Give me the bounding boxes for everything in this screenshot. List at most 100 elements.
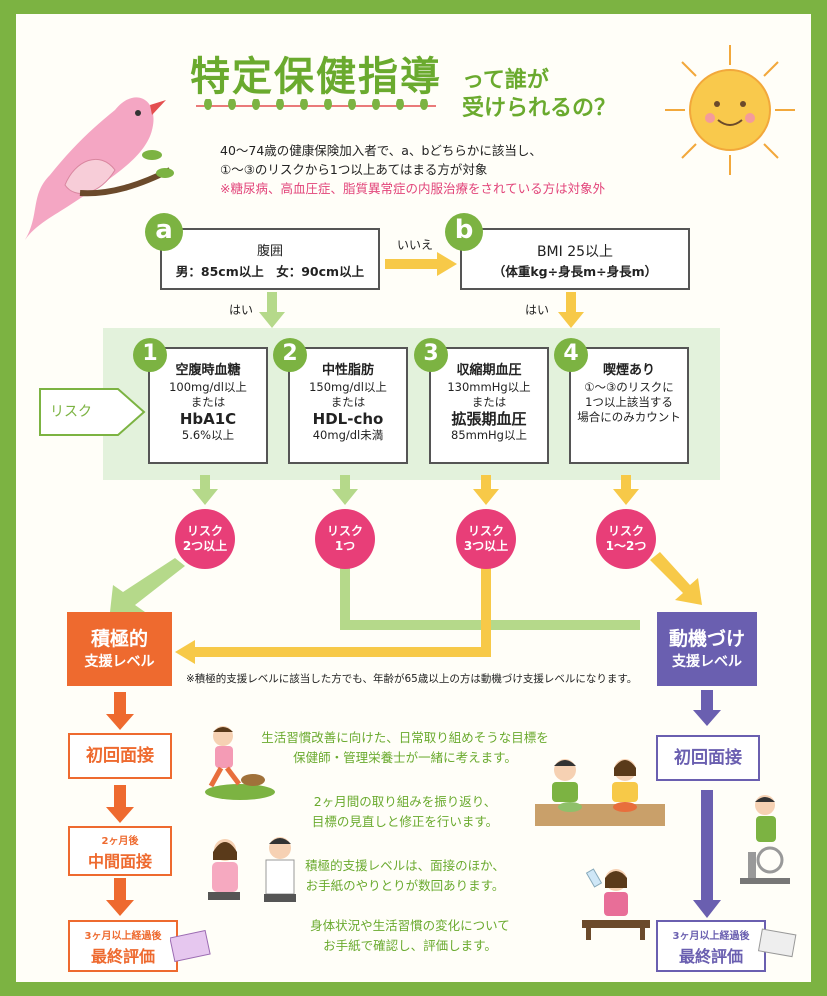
- motivation-step-initial: 初回面接: [656, 735, 760, 781]
- risk-bubble-3: リスク 3つ以上: [456, 509, 516, 569]
- motivation-level-line1: 動機づけ: [668, 628, 745, 650]
- description-2-l2: 目標の見直しと修正を行います。: [311, 814, 499, 829]
- criteria-a-label: 腹囲: [256, 244, 283, 259]
- no-label: いいえ: [397, 238, 434, 252]
- sun-illustration: [665, 45, 795, 175]
- risk-bubble-2-l2: 1つ: [334, 539, 356, 553]
- description-1: 生活習慣改善に向けた、日常取り組めそうな目標を 保健師・管理栄養士が一緒に考えま…: [250, 728, 560, 768]
- risk-4-line2: 1つ以上該当する: [585, 395, 673, 409]
- risk-badge-2: 2: [273, 338, 307, 372]
- risk-bubble-1-l1: リスク: [186, 524, 223, 538]
- risk-2-big: HDL-cho: [312, 410, 384, 428]
- description-4: 身体状況や生活習慣の変化について お手紙で確認し、評価します。: [280, 916, 540, 956]
- risk-3-line1: 130mmHg以上: [447, 380, 531, 394]
- page-subtitle-1: って誰が: [462, 68, 549, 93]
- risk-2-line1: 150mg/dl以上: [309, 380, 387, 394]
- risk-box-2: 中性脂肪 150mg/dl以上 または HDL-cho 40mg/dl未満: [288, 347, 408, 464]
- active-step-final-label: 最終評価: [90, 947, 155, 966]
- risk-3-head: 収縮期血圧: [456, 363, 522, 378]
- risk-box-4: 喫煙あり ①～③のリスクに 1つ以上該当する 場合にのみカウント: [569, 347, 689, 464]
- active-level-line1: 積極的: [90, 628, 148, 650]
- active-support-level: 積極的 支援レベル: [67, 612, 172, 686]
- description-1-l2: 保健師・管理栄養士が一緒に考えます。: [293, 750, 517, 765]
- risk-1-head: 空腹時血糖: [175, 363, 241, 378]
- criteria-b-box: BMI 25以上 （体重kg÷身長m÷身長m）: [460, 228, 690, 290]
- risk-2-line3: 40mg/dl未満: [312, 428, 384, 442]
- risk-1-big: HbA1C: [179, 410, 237, 428]
- risk-4-line3: 場合にのみカウント: [577, 410, 681, 424]
- eating-illustration: [535, 759, 665, 826]
- description-3: 積極的支援レベルは、面接のほか、 お手紙のやりとりが数回あります。: [275, 856, 535, 896]
- risk-4-line1: ①～③のリスクに: [584, 380, 674, 394]
- description-4-l1: 身体状況や生活習慣の変化について: [310, 918, 510, 933]
- page-subtitle-2: 受けられるの？: [462, 96, 617, 121]
- active-step-final-small: 3ヶ月以上経過後: [84, 931, 162, 942]
- risk-1-line3: 5.6%以上: [181, 428, 235, 442]
- motivation-step-initial-label: 初回面接: [674, 748, 742, 768]
- yes-label-a: はい: [229, 303, 254, 317]
- criteria-a-detail: 男：85cm以上 女：90cm以上: [175, 264, 365, 279]
- risk-bubble-2-l1: リスク: [326, 524, 363, 538]
- intro-note: ※糖尿病、高血圧症、脂質異常症の内服治療をされている方は対象外: [220, 181, 606, 196]
- yes-label-b: はい: [525, 303, 550, 317]
- bird-illustration: [25, 97, 174, 240]
- description-2-l1: 2ヶ月間の取り組みを振り返り、: [313, 794, 497, 809]
- motivation-support-level: 動機づけ 支援レベル: [657, 612, 757, 686]
- risk-box-3: 収縮期血圧 130mmHg以上 または 拡張期血圧 85mmHg以上: [429, 347, 549, 464]
- intro-line-1: 40～74歳の健康保険加入者で、a、bどちらかに該当し、: [220, 143, 542, 158]
- risk-bubble-4-l2: 1～2つ: [605, 539, 647, 553]
- badge-a: a: [145, 213, 183, 251]
- page-title: 特定保健指導: [190, 54, 442, 100]
- risk-2-line2: または: [330, 395, 366, 409]
- consultation-illustration: [208, 837, 296, 902]
- active-step-midterm: 2ヶ月後 中間面接: [68, 826, 172, 876]
- risk-bubble-1-l2: 2つ以上: [182, 539, 228, 553]
- no-arrow: [385, 252, 457, 276]
- risk-badge-3: 3: [414, 338, 448, 372]
- risk-bubble-4-l1: リスク: [607, 524, 644, 538]
- risk-2-head: 中性脂肪: [321, 363, 374, 378]
- risk-3-big: 拡張期血圧: [451, 410, 527, 428]
- vine-decoration: [196, 99, 436, 110]
- active-level-line2: 支援レベル: [84, 654, 155, 670]
- risk-1-line1: 100mg/dl以上: [169, 380, 247, 394]
- risk-label: リスク: [50, 404, 92, 420]
- active-step-initial-label: 初回面接: [86, 746, 154, 766]
- risk-label-arrow: [39, 388, 146, 436]
- risk-bubble-4: リスク 1～2つ: [596, 509, 656, 569]
- intro-text: 40～74歳の健康保険加入者で、a、bどちらかに該当し、 ①～③のリスクから1つ…: [220, 141, 605, 198]
- active-step-midterm-label: 中間面接: [87, 852, 152, 871]
- criteria-b-detail: （体重kg÷身長m÷身長m）: [492, 264, 658, 279]
- envelope-icon: [170, 930, 211, 962]
- description-3-l1: 積極的支援レベルは、面接のほか、: [305, 858, 505, 873]
- active-step-final: 3ヶ月以上経過後 最終評価: [68, 920, 178, 972]
- motivation-level-line2: 支援レベル: [672, 654, 742, 670]
- risk-bubble-3-l2: 3つ以上: [463, 539, 509, 553]
- active-step-midterm-small: 2ヶ月後: [101, 836, 139, 847]
- risk-4-head: 喫煙あり: [602, 363, 655, 378]
- risk-bubble-3-l1: リスク: [467, 524, 504, 538]
- risk-1-line2: または: [190, 395, 226, 409]
- risk-bubble-2: リスク 1つ: [315, 509, 375, 569]
- motivation-step-final-small: 3ヶ月以上経過後: [672, 931, 750, 942]
- description-3-l2: お手紙のやりとりが数回あります。: [305, 878, 505, 893]
- badge-b: b: [445, 213, 483, 251]
- risk-bubble-1: リスク 2つ以上: [175, 509, 235, 569]
- exercise-bike-illustration: [740, 795, 790, 884]
- risk-3-line2: または: [471, 395, 507, 409]
- description-4-l2: お手紙で確認し、評価します。: [323, 938, 497, 953]
- motivation-step-final-label: 最終評価: [678, 947, 743, 966]
- drinking-woman-illustration: [582, 868, 650, 940]
- motivation-step-final: 3ヶ月以上経過後 最終評価: [656, 920, 766, 972]
- jogging-woman-illustration: [205, 726, 275, 800]
- risk-3-line3: 85mmHg以上: [451, 428, 527, 442]
- risk-badge-4: 4: [554, 338, 588, 372]
- criteria-a-box: 腹囲 男：85cm以上 女：90cm以上: [160, 228, 380, 290]
- envelope-icon-2: [758, 928, 797, 958]
- risk-badge-1: 1: [133, 338, 167, 372]
- criteria-b-label: BMI 25以上: [536, 244, 614, 260]
- description-2: 2ヶ月間の取り組みを振り返り、 目標の見直しと修正を行います。: [260, 792, 550, 832]
- intro-line-2: ①～③のリスクから1つ以上あてはまる方が対象: [220, 162, 488, 177]
- footnote: ※積極的支援レベルに該当した方でも、年齢が65歳以上の方は動機づけ支援レベルにな…: [186, 673, 638, 685]
